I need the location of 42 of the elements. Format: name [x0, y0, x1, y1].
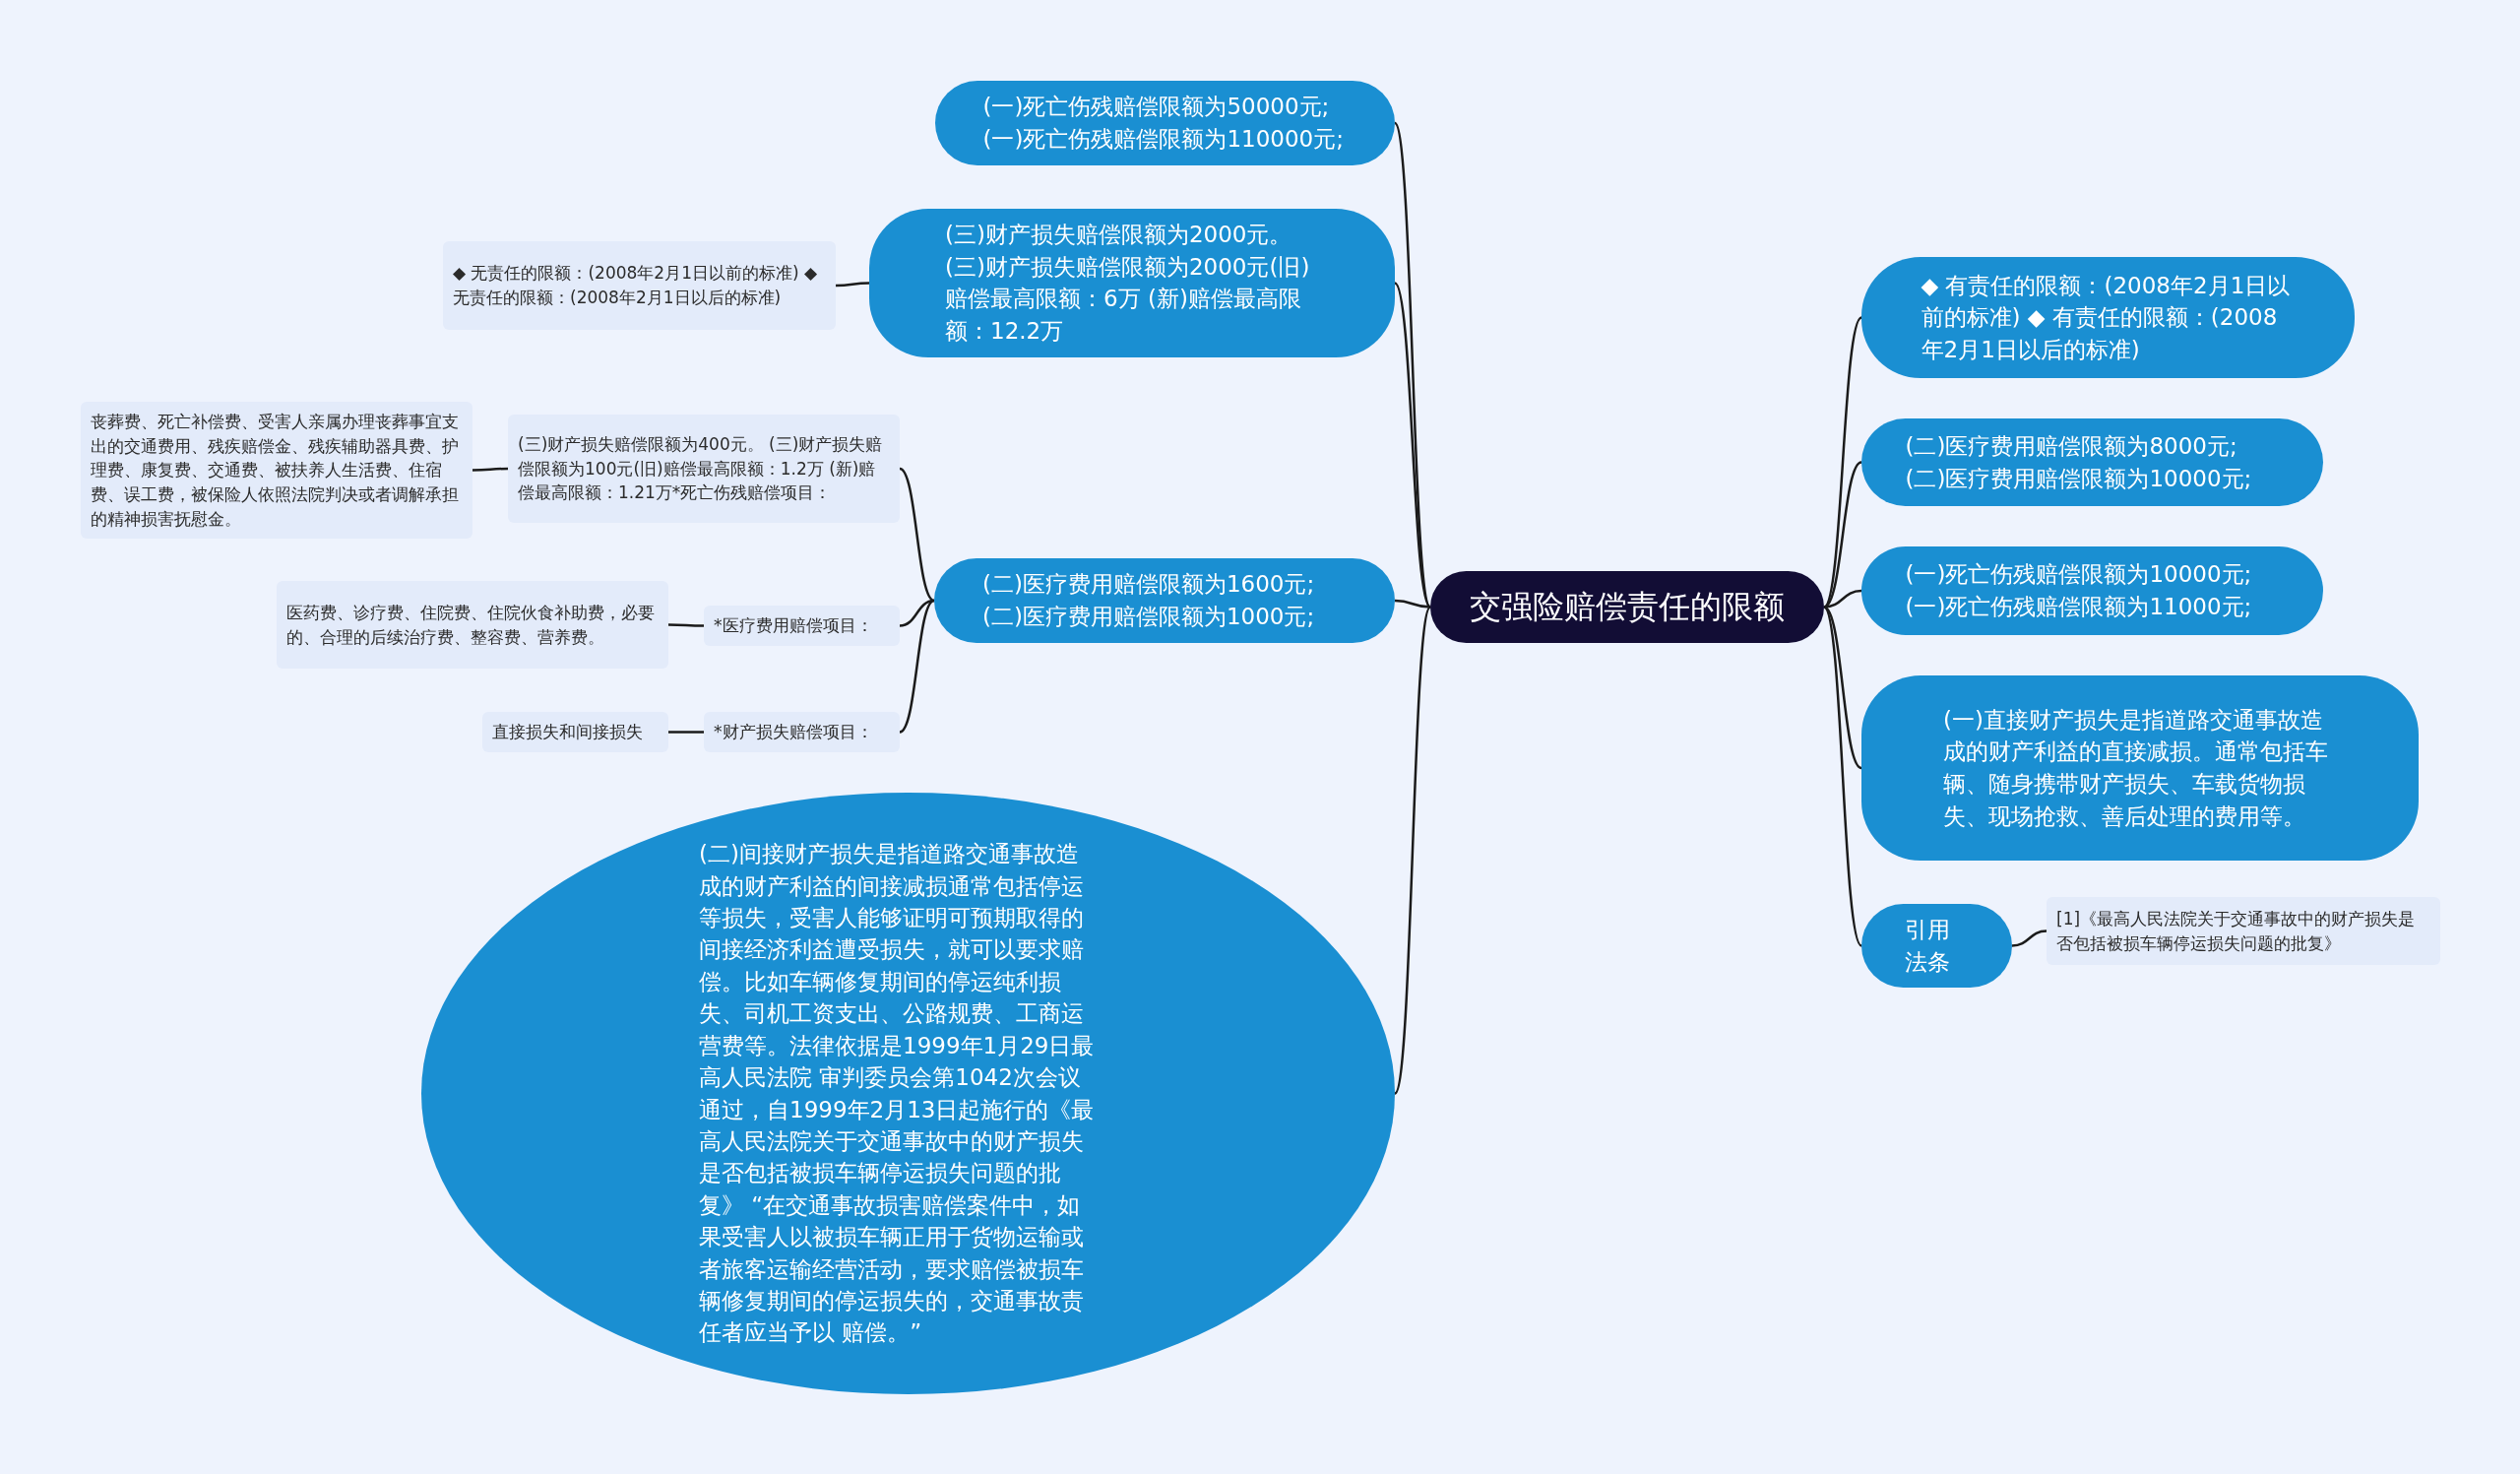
connector-line — [899, 467, 935, 603]
connector-line — [1823, 606, 1862, 769]
topic-text: (一)死亡伤残赔偿限额为50000元; (一)死亡伤残赔偿限额为110000元; — [982, 93, 1345, 154]
topic-text: (一)直接财产损失是指道路交通事故造成的财产利益的直接减损。通常包括车辆、随身携带财产损失、车载货物损失、现场抢救、善后处理的费用等。 — [1943, 705, 2329, 831]
connector-line — [1823, 461, 1862, 609]
note-box — [508, 415, 900, 523]
topic-text: 医药费、诊疗费、住院费、住院伙食补助费，必要的、合理的后续治疗费、整容费、营养费。 — [286, 601, 656, 649]
topic-pill — [1861, 675, 2419, 861]
note-box — [443, 241, 836, 330]
topic-text: *医疗费用赔偿项目： — [714, 614, 873, 637]
note-box — [704, 712, 900, 752]
connector-line — [472, 467, 508, 472]
topic-text: 直接损失和间接损失 — [492, 721, 643, 743]
connector-line — [1822, 606, 1863, 947]
topic-text: ◆ 有责任的限额：(2008年2月1日以前的标准) ◆ 有责任的限额：(2008年2月1日以后的标准) — [1921, 271, 2292, 364]
note-box — [277, 581, 668, 669]
note-box — [704, 606, 900, 646]
connector-line — [668, 623, 704, 627]
connector-line — [1823, 316, 1862, 609]
connector-line — [1393, 122, 1432, 608]
topic-text: [1]《最高人民法院关于交通事故中的财产损失是否包括被损车辆停运损失问题的批复》 — [2056, 907, 2417, 955]
note-box — [81, 402, 472, 540]
topic-text: 引用法条 — [1905, 916, 1951, 977]
connector-line — [1394, 599, 1431, 609]
topic-text: (二)医疗费用赔偿限额为8000元; (二)医疗费用赔偿限额为10000元; — [1905, 431, 2253, 493]
connector-line — [899, 599, 935, 627]
note-box — [482, 712, 668, 752]
topic-text: (二)间接财产损失是指道路交通事故造成的财产利益的间接减损通常包括停运等损失，受害人能够证明可预期取得的间接经济利益遭受损失，就可以要求赔偿。比如车辆修复期间的停运纯利损失、司机工资支出、公路规费、工商运营费等。法律依据是1999年1月29日最高人民法院 审判委员会第1042次会议通过，自1999年2月13日起施行的《最高人民法院关于交通事故中的财产损失是否包括被损车辆停运损失问题的批复》 “在交通事故损害赔偿案件中，如果受害人以被损车辆正用于货物运输或者旅客运输经营活动，要求赔偿被损车辆修复期间的停运损失的，交通事故责任者应当予以 赔偿。” — [699, 840, 1096, 1348]
connector-line — [1393, 282, 1432, 609]
connector-line — [668, 731, 704, 734]
topic-text: *财产损失赔偿项目： — [714, 721, 873, 743]
connector-line — [836, 282, 869, 288]
topic-text: (三)财产损失赔偿限额为2000元。 (三)财产损失赔偿限额为2000元(旧)赔偿最高限额：6万 (新)赔偿最高限额：12.2万 — [945, 221, 1311, 346]
topic-text: ◆ 无责任的限额：(2008年2月1日以前的标准) ◆ 无责任的限额：(2008年2月1日以后的标准) — [453, 262, 819, 309]
connector-line — [2011, 929, 2048, 947]
topic-text: (二)医疗费用赔偿限额为1600元; (二)医疗费用赔偿限额为1000元; — [982, 570, 1316, 631]
note-box — [2047, 897, 2440, 965]
topic-text: (三)财产损失赔偿限额为400元。 (三)财产损失赔偿限额为100元(旧)赔偿最高限额：1.2万 (新)赔偿最高限额：1.21万*死亡伤残赔偿项目： — [518, 433, 884, 505]
topic-text: (一)死亡伤残赔偿限额为10000元; (一)死亡伤残赔偿限额为11000元; — [1905, 560, 2253, 621]
topic-text: 丧葬费、死亡补偿费、受害人亲属办理丧葬事宜支出的交通费用、残疾赔偿金、残疾辅助器具费、护理费、康复费、交通费、被扶养人生活费、住宿费、误工费，被保险人依照法院判决或者调解承担的精神损害抚慰金。 — [91, 411, 460, 531]
connector-line — [899, 599, 935, 734]
topic-text: 交强险赔偿责任的限额 — [1470, 586, 1785, 627]
